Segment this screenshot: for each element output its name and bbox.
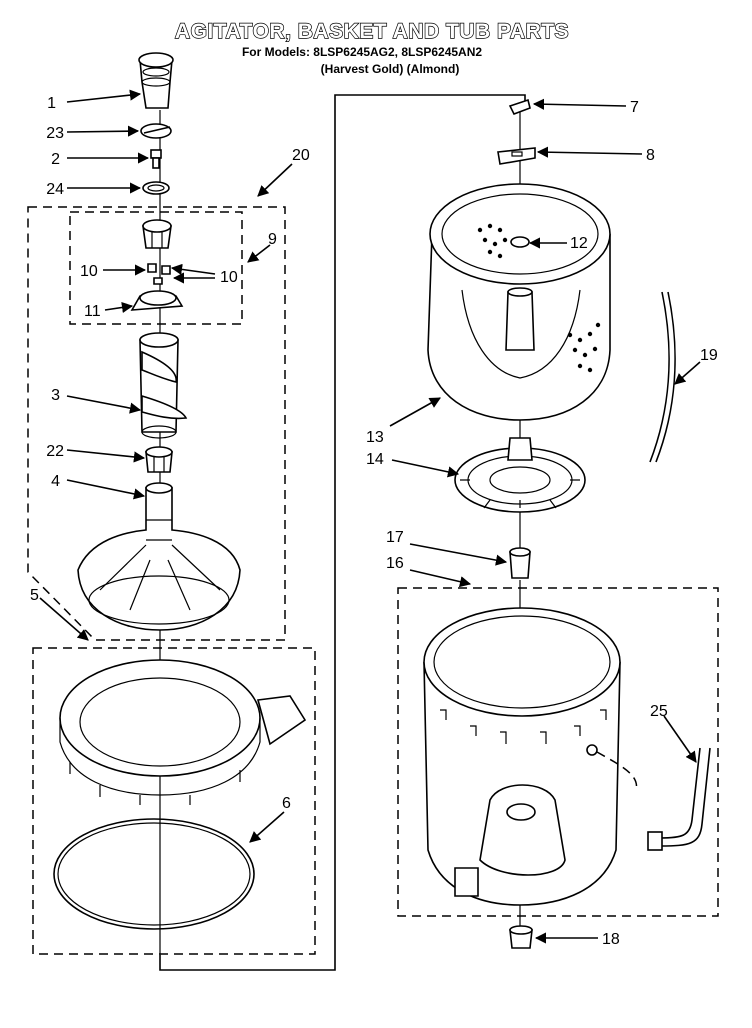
assembly-box-9	[69, 211, 243, 325]
callout-4: 4	[51, 473, 60, 490]
drain-hose-part	[596, 747, 711, 851]
models-line: For Models: 8LSP6245AG2, 8LSP6245AN2	[242, 45, 482, 59]
callout-18: 18	[602, 931, 620, 948]
callout-11: 11	[84, 303, 101, 320]
assembly-box-5	[32, 647, 316, 955]
callout-12: 12	[570, 235, 588, 252]
drive-bell-part	[145, 446, 173, 473]
ring-clamp-part	[53, 818, 255, 930]
bearing-part	[509, 547, 531, 579]
auger-part	[139, 332, 188, 439]
callout-23: 23	[46, 125, 64, 142]
leader-lines	[39, 89, 701, 944]
callout-20: 20	[292, 147, 310, 164]
callout-5: 5	[30, 587, 39, 604]
callout-2: 2	[51, 151, 60, 168]
lower-agitator-part	[77, 482, 241, 631]
callout-16: 16	[386, 555, 404, 572]
callout-14: 14	[366, 451, 384, 468]
diagram-title: AGITATOR, BASKET AND TUB PARTS	[175, 20, 569, 43]
callout-6: 6	[282, 795, 291, 812]
callout-24: 24	[46, 181, 64, 198]
callout-17: 17	[386, 529, 404, 546]
dog-cam-part	[142, 219, 172, 249]
callout-10-right: 10	[220, 269, 238, 286]
callout-19: 19	[700, 347, 718, 364]
assembly-box-16	[397, 587, 719, 917]
drive-plate-part	[454, 437, 586, 513]
callout-10-left: 10	[80, 263, 98, 280]
cam-ring-part	[130, 290, 184, 311]
basket-part	[427, 183, 611, 421]
callout-8: 8	[646, 147, 655, 164]
colors-line: (Harvest Gold) (Almond)	[321, 62, 460, 76]
washer-part	[142, 181, 170, 195]
callout-25: 25	[650, 703, 668, 720]
hose-part	[649, 291, 676, 463]
bolt-part	[150, 149, 162, 169]
agitator-cap-part	[138, 52, 174, 109]
clip-part	[508, 98, 531, 116]
seal-part	[140, 123, 172, 139]
outer-tub-part	[423, 607, 621, 906]
dogs-part	[147, 263, 171, 285]
ring-nut-part	[497, 147, 536, 165]
callout-22: 22	[46, 443, 64, 460]
callout-7: 7	[630, 99, 639, 116]
assembly-link-line	[159, 94, 526, 971]
tub-ring-part	[59, 659, 307, 805]
callout-1: 1	[47, 95, 56, 112]
callout-9: 9	[268, 231, 277, 248]
hub-part	[510, 236, 530, 248]
callout-3: 3	[51, 387, 60, 404]
assembly-box-20	[27, 206, 286, 641]
callout-13: 13	[366, 429, 384, 446]
bottom-nut-part	[509, 925, 533, 949]
